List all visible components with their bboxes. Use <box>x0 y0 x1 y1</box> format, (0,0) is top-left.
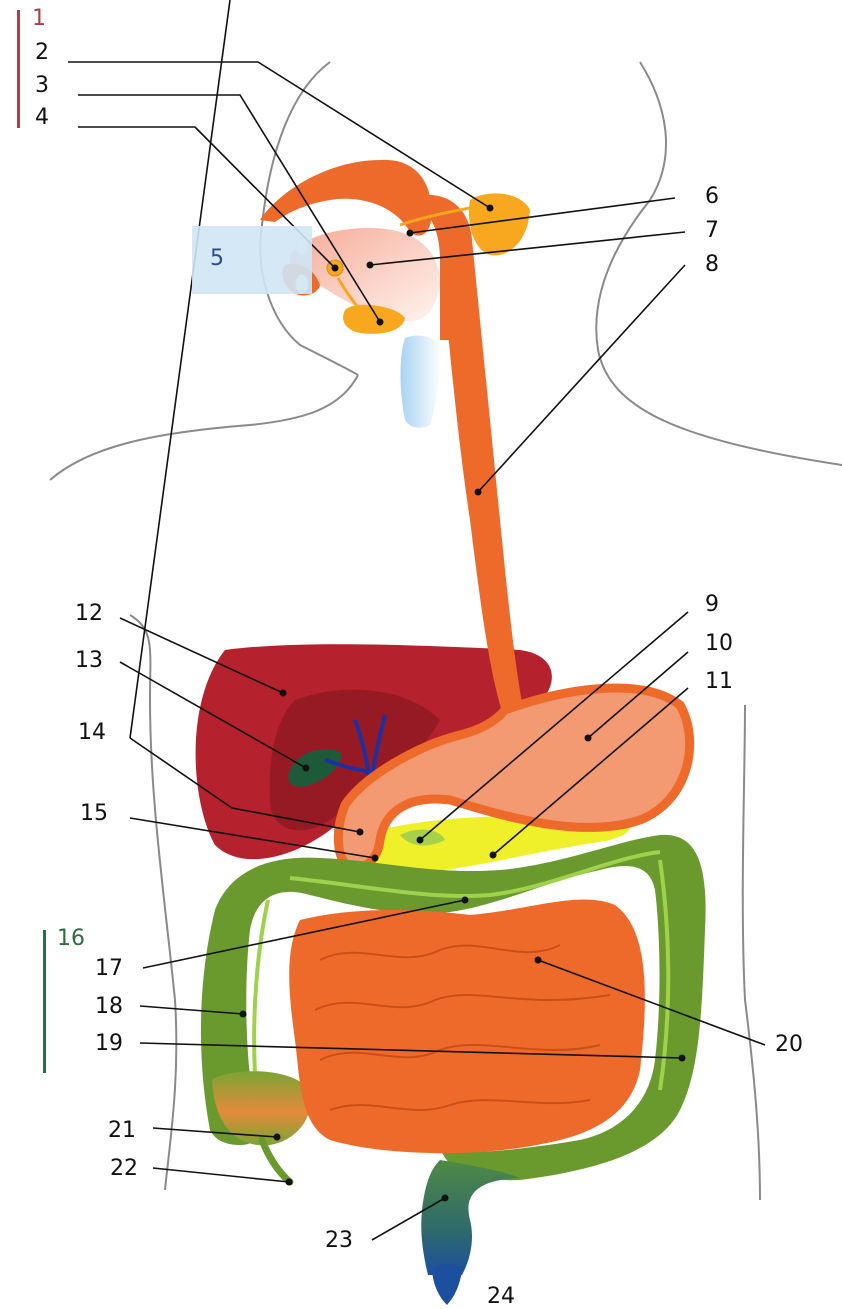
label-16: 16 <box>57 928 85 950</box>
label-23: 23 <box>325 1230 353 1252</box>
label-13: 13 <box>75 650 103 672</box>
label-24: 24 <box>487 1286 515 1308</box>
label-15: 15 <box>80 803 108 825</box>
label-18: 18 <box>95 996 123 1018</box>
label-19: 19 <box>95 1033 123 1055</box>
label-4: 4 <box>35 107 49 129</box>
label-2: 2 <box>35 42 49 64</box>
label-21: 21 <box>108 1120 136 1142</box>
anus <box>432 1264 462 1305</box>
label-12: 12 <box>75 603 103 625</box>
label-9: 9 <box>705 594 719 616</box>
appendix <box>262 1140 290 1182</box>
label-17: 17 <box>95 958 123 980</box>
rectum <box>421 1160 520 1275</box>
label-6: 6 <box>705 186 719 208</box>
label-8: 8 <box>705 254 719 276</box>
label-5: 5 <box>210 248 224 270</box>
label-10: 10 <box>705 633 733 655</box>
label-1: 1 <box>32 8 46 30</box>
label-20: 20 <box>775 1034 803 1056</box>
group-bar-1 <box>17 10 20 128</box>
label-3: 3 <box>35 75 49 97</box>
label-14: 14 <box>78 722 106 744</box>
label-7: 7 <box>705 220 719 242</box>
small-intestine <box>289 900 645 1154</box>
label-22: 22 <box>110 1158 138 1180</box>
label-11: 11 <box>705 671 733 693</box>
group-bar-16 <box>43 930 46 1073</box>
trachea <box>400 336 442 428</box>
